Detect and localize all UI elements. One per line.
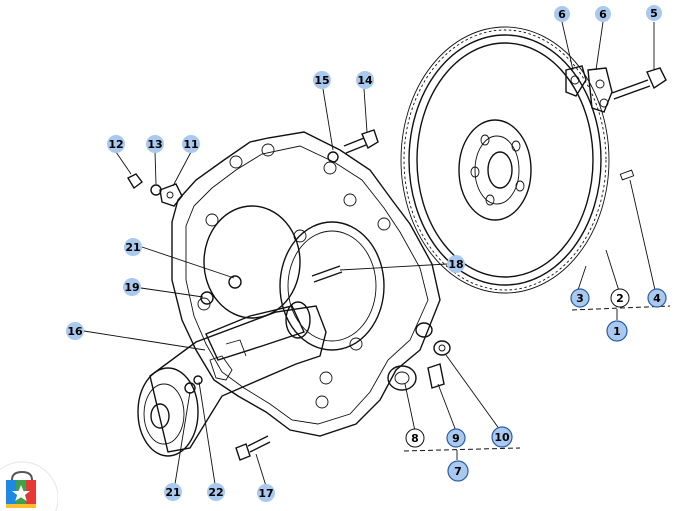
callout-5: 5 <box>646 5 662 21</box>
cover-plate <box>159 183 183 207</box>
svg-text:15: 15 <box>314 74 329 87</box>
callout-4: 4 <box>647 288 667 308</box>
callout-18: 18 <box>447 255 465 273</box>
starter-bolt <box>235 435 271 461</box>
svg-text:18: 18 <box>448 258 463 271</box>
callout-8: 8 <box>405 428 425 448</box>
starter-motor <box>137 301 327 457</box>
callout-9: 9 <box>446 428 466 448</box>
callout-21b: 21 <box>164 483 182 501</box>
callout-6a: 6 <box>554 6 570 22</box>
hub-bolt-holes <box>470 134 525 206</box>
svg-text:21: 21 <box>125 241 140 254</box>
callout-1: 1 <box>606 320 628 342</box>
svg-text:6: 6 <box>599 8 607 21</box>
shopping-bag-star-icon[interactable] <box>0 458 58 511</box>
svg-text:17: 17 <box>258 487 273 500</box>
callout-labels: 1 2 3 4 7 8 9 10 <box>66 5 667 502</box>
svg-text:6: 6 <box>558 8 566 21</box>
callout-6b: 6 <box>595 6 611 22</box>
flywheel-bolt <box>611 67 667 100</box>
callout-22: 22 <box>207 483 225 501</box>
callout-14: 14 <box>356 71 374 89</box>
svg-text:1: 1 <box>613 325 621 338</box>
svg-text:5: 5 <box>650 7 658 20</box>
svg-text:3: 3 <box>576 292 584 305</box>
svg-text:10: 10 <box>494 431 510 444</box>
svg-text:14: 14 <box>357 74 373 87</box>
starter-stud <box>311 265 343 283</box>
callout-2: 2 <box>610 288 630 308</box>
callout-12: 12 <box>107 135 125 153</box>
callout-3: 3 <box>570 288 590 308</box>
svg-text:4: 4 <box>653 292 661 305</box>
svg-text:11: 11 <box>183 138 198 151</box>
callout-7: 7 <box>447 460 469 482</box>
callout-19: 19 <box>123 278 141 296</box>
svg-text:9: 9 <box>452 432 460 445</box>
callout-10: 10 <box>491 426 513 448</box>
flywheel-housing <box>171 131 441 437</box>
callout-16: 16 <box>66 322 84 340</box>
callout-13: 13 <box>146 135 164 153</box>
callout-11: 11 <box>182 135 200 153</box>
housing-top-bolt <box>327 129 379 163</box>
svg-text:13: 13 <box>147 138 162 151</box>
lock-plates <box>565 65 613 113</box>
nut-19 <box>200 291 214 305</box>
callout-17: 17 <box>257 484 275 502</box>
svg-text:2: 2 <box>616 292 624 305</box>
nut-21 <box>228 275 242 289</box>
svg-text:7: 7 <box>454 465 462 478</box>
svg-text:12: 12 <box>108 138 123 151</box>
cover-bolt <box>127 173 162 196</box>
svg-text:19: 19 <box>124 281 139 294</box>
svg-text:21: 21 <box>165 486 180 499</box>
svg-text:22: 22 <box>208 486 223 499</box>
drain-parts <box>427 340 451 389</box>
svg-text:16: 16 <box>67 325 83 338</box>
callout-21a: 21 <box>124 238 142 256</box>
svg-text:8: 8 <box>411 432 419 445</box>
housing-bolt-holes <box>197 143 391 409</box>
callout-15: 15 <box>313 71 331 89</box>
flywheel <box>400 26 635 294</box>
leader-lines <box>83 21 671 487</box>
